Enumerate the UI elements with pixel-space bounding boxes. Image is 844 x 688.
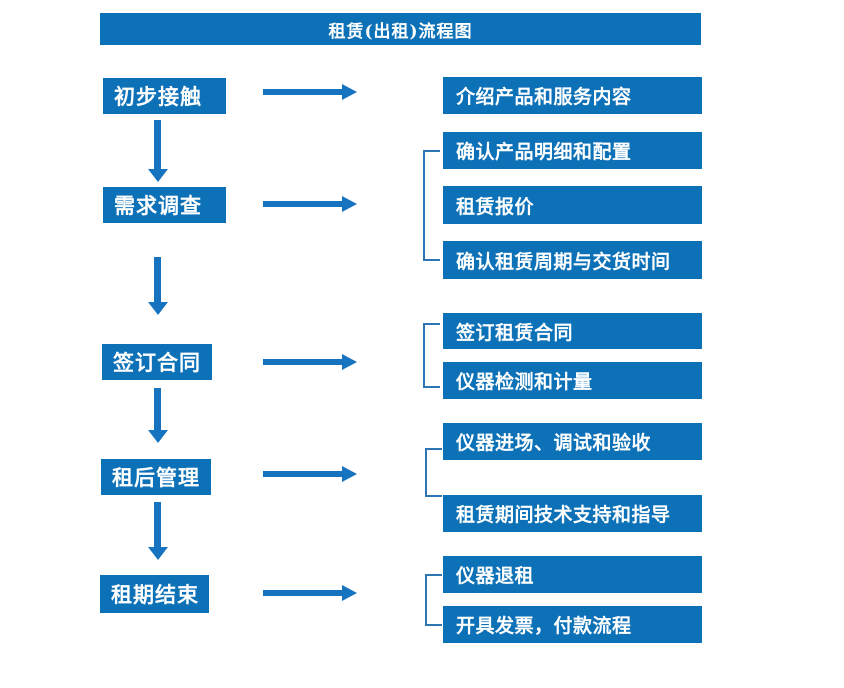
detail-label: 仪器检测和计量 [456,371,593,393]
detail-label: 租赁报价 [456,195,535,218]
detail-box-invoice-payment-process: 开具发票，付款流程 [443,606,702,643]
arrow-shaft [154,388,161,430]
detail-label: 开具发票，付款流程 [456,615,632,637]
detail-label: 确认产品明细和配置 [456,141,632,163]
step-label: 签订合同 [113,350,201,375]
step-box-initial-contact: 初步接触 [103,78,226,114]
right-arrow-1 [263,84,357,100]
arrow-head [342,466,357,482]
group-bracket-rental-period-end [425,574,442,626]
group-bracket-demand-survey [423,150,440,261]
detail-box-instrument-setup-acceptance: 仪器进场、调试和验收 [443,423,702,460]
detail-box-rental-quotation: 租赁报价 [443,186,702,224]
detail-label: 介绍产品和服务内容 [456,86,632,108]
arrow-shaft [263,471,342,477]
detail-label: 租赁期间技术支持和指导 [456,504,671,526]
detail-box-instrument-testing-metering: 仪器检测和计量 [443,362,702,399]
arrow-shaft [154,120,161,169]
arrow-shaft [263,201,342,207]
right-arrow-3 [263,354,357,370]
detail-label: 仪器退租 [456,565,535,587]
arrow-head [148,302,168,315]
group-bracket-post-rental-management [425,448,442,497]
right-arrow-2 [263,196,357,212]
detail-box-introduce-products-services: 介绍产品和服务内容 [443,77,702,114]
arrow-head [342,585,357,601]
detail-label: 签订租赁合同 [456,321,574,344]
group-bracket-contract-signing [423,323,440,388]
detail-box-rental-tech-support: 租赁期间技术支持和指导 [443,495,702,532]
right-arrow-4 [263,466,357,482]
step-label: 需求调查 [114,193,202,218]
arrow-head [342,196,357,212]
step-box-post-rental-management: 租后管理 [101,459,211,495]
step-label: 租后管理 [112,465,200,490]
arrow-shaft [263,590,342,596]
step-label: 租期结束 [111,582,199,607]
detail-box-sign-rental-contract: 签订租赁合同 [443,313,702,349]
down-arrow-1 [148,120,168,182]
down-arrow-2 [148,257,168,315]
arrow-head [342,354,357,370]
arrow-shaft [154,257,161,302]
arrow-head [342,84,357,100]
arrow-shaft [154,502,161,547]
page-title: 租赁(出租)流程图 [328,21,473,42]
step-box-demand-survey: 需求调查 [103,187,226,223]
detail-label: 仪器进场、调试和验收 [456,432,652,454]
detail-box-confirm-product-details-config: 确认产品明细和配置 [443,132,702,169]
down-arrow-3 [148,388,168,443]
step-box-rental-period-end: 租期结束 [100,575,209,613]
detail-box-instrument-return: 仪器退租 [443,556,702,593]
arrow-shaft [263,359,342,365]
detail-box-confirm-period-delivery-time: 确认租赁周期与交货时间 [443,241,702,279]
right-arrow-5 [263,585,357,601]
arrow-head [148,430,168,443]
arrow-head [148,547,168,560]
down-arrow-4 [148,502,168,560]
step-box-contract-signing: 签订合同 [102,344,212,380]
detail-label: 确认租赁周期与交货时间 [456,250,671,273]
arrow-head [148,169,168,182]
title-bar: 租赁(出租)流程图 [100,13,701,45]
step-label: 初步接触 [114,84,202,109]
arrow-shaft [263,89,342,95]
